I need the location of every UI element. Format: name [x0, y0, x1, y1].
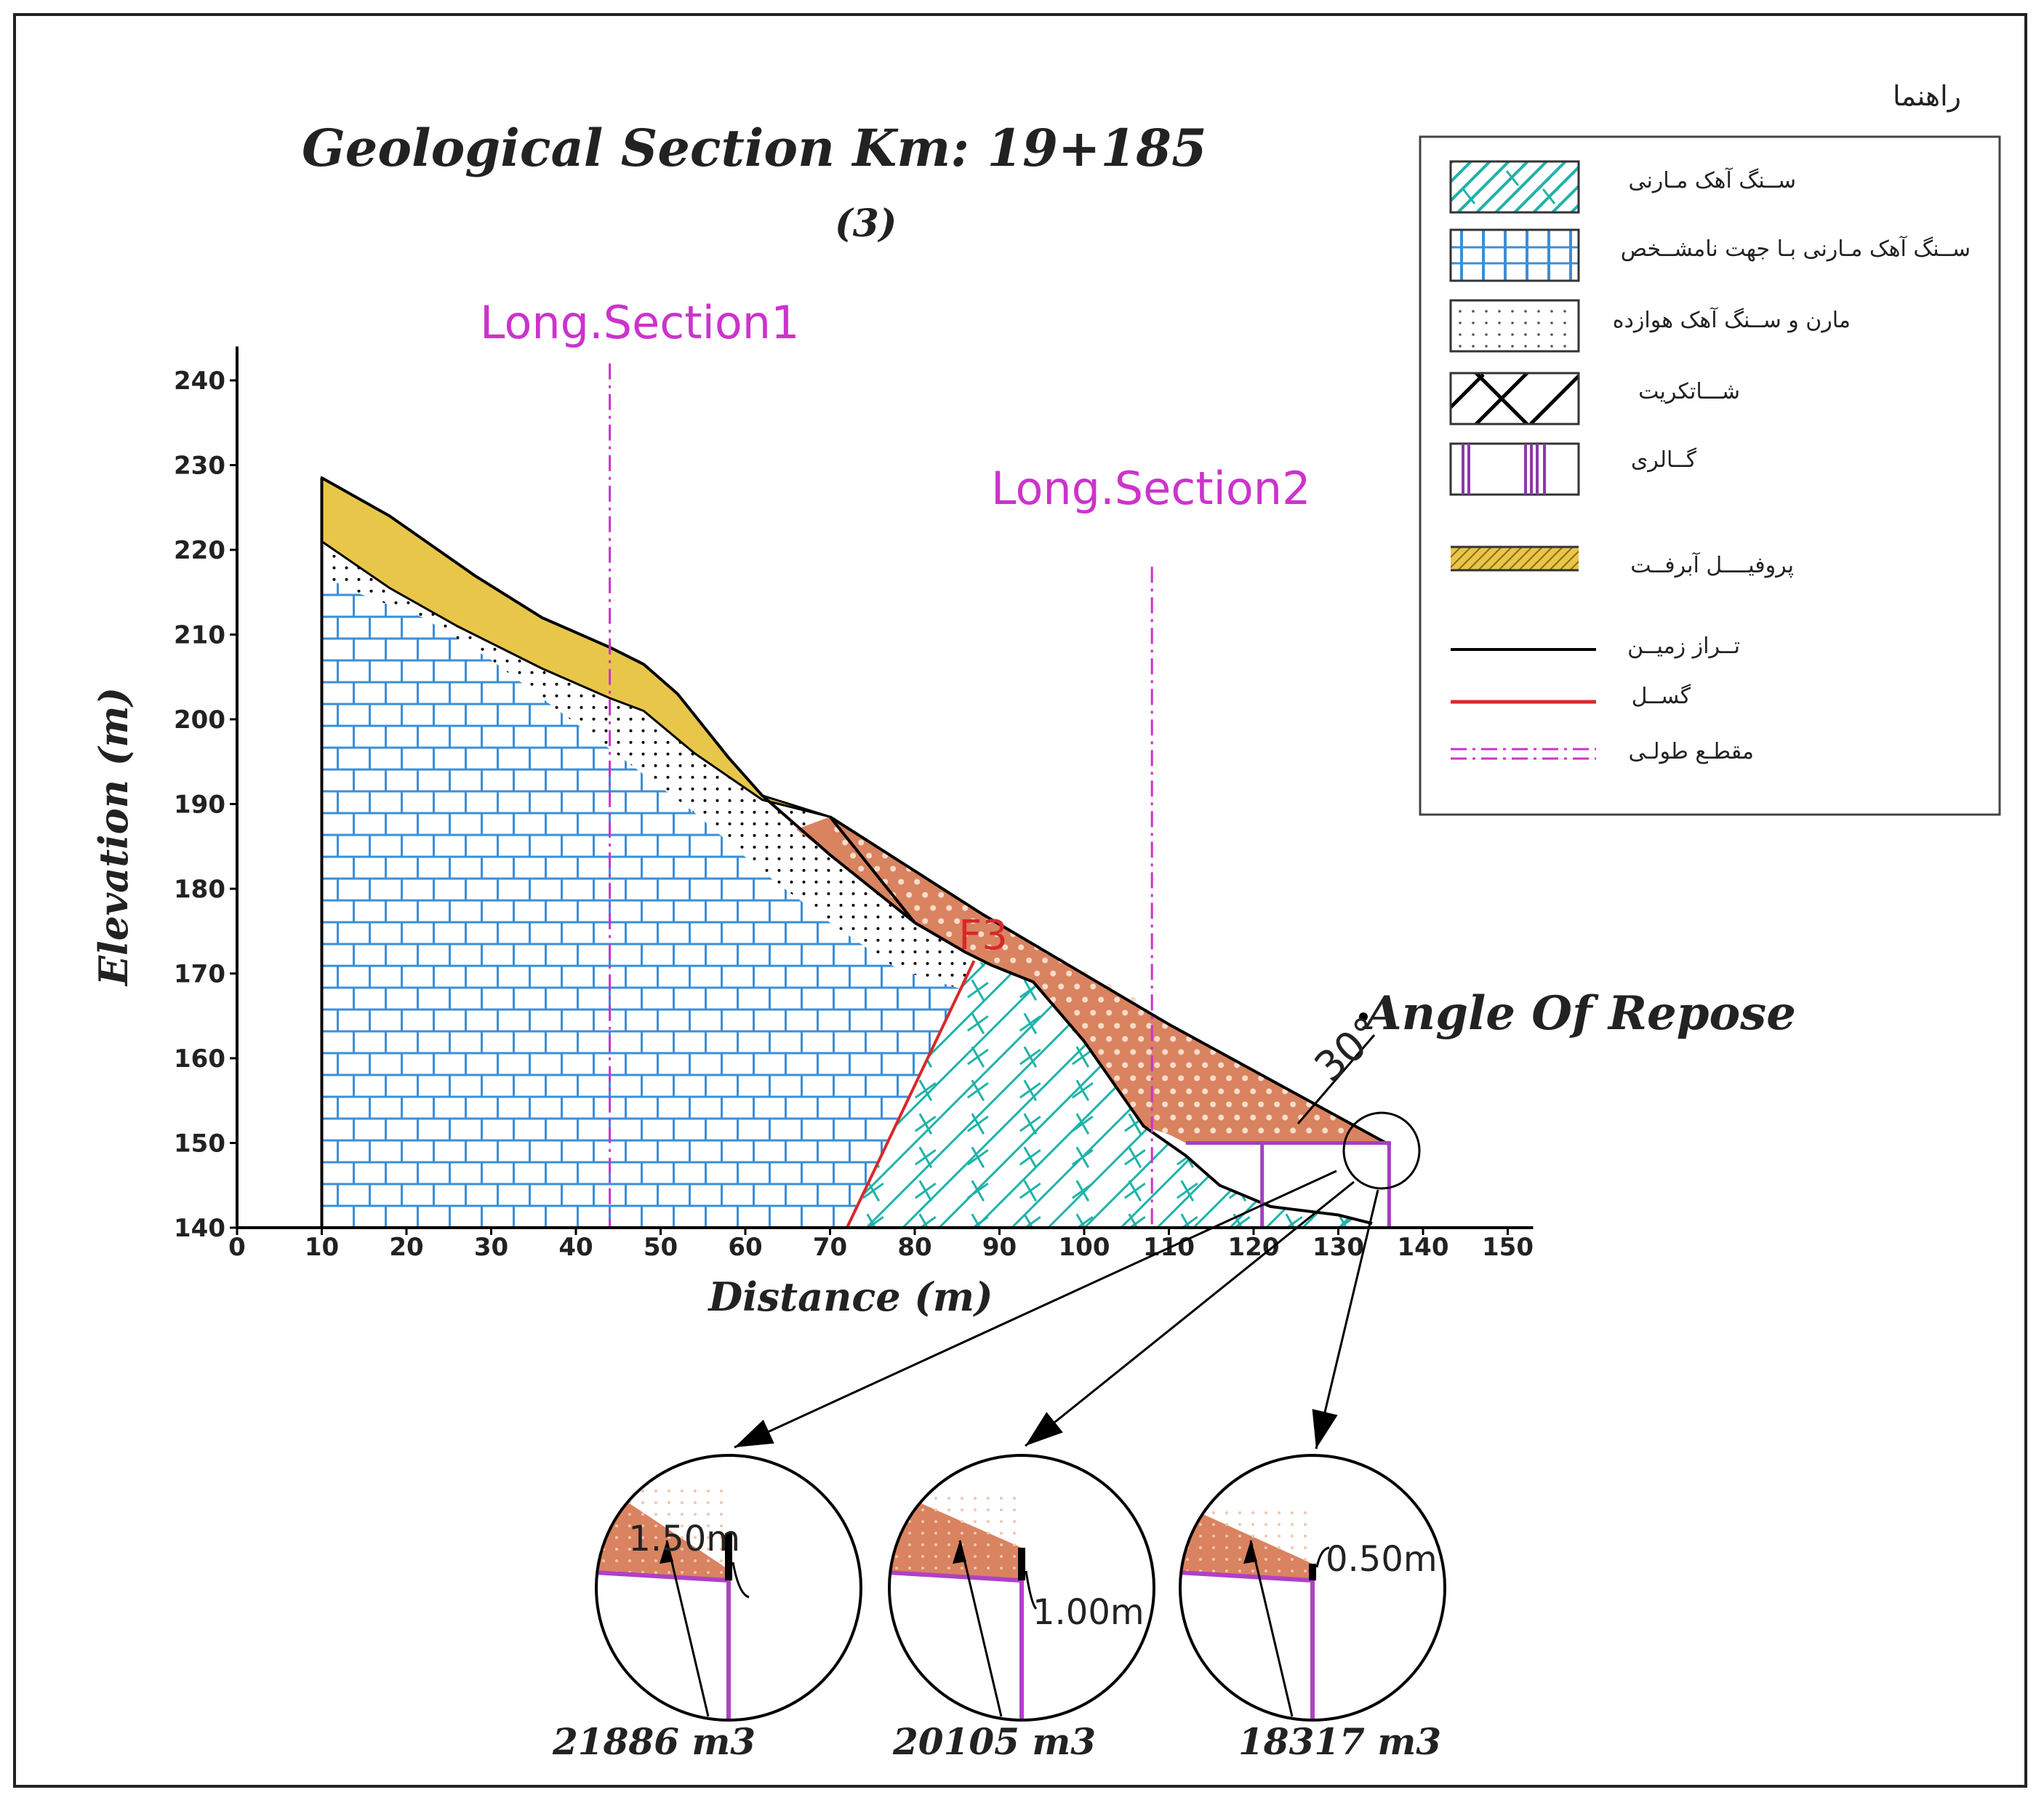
figure-frame [13, 13, 2027, 1788]
y-tick-label-150: 150 [174, 1130, 225, 1159]
detail-1-height-label: 1.50m [628, 1519, 740, 1559]
x-axis-ticks: 0102030405060708090100110120130140150 [228, 1228, 1534, 1262]
y-tick-label-210: 210 [174, 621, 225, 650]
detail-1-gallery-top [596, 1570, 729, 1583]
x-tick-label-10: 10 [305, 1233, 339, 1262]
detail-3-volume-leader [1249, 1540, 1294, 1717]
zoom-circle [1342, 1111, 1421, 1190]
detail-1-wedge [596, 1484, 729, 1580]
y-tick-label-200: 200 [174, 705, 225, 735]
detail-3-volume-arrowhead [1243, 1540, 1257, 1564]
y-axis-ticks: 140 150 160 170 180 190 200 210 220 230 240 [174, 367, 237, 1243]
detail-2-gallery-top [889, 1570, 1022, 1583]
gallery-outline [1185, 1141, 1391, 1228]
page-subtitle: (3) [835, 201, 897, 246]
x-tick-label-30: 30 [474, 1233, 508, 1262]
fault-f3-line [845, 960, 976, 1228]
detail-circle-1 [595, 1454, 862, 1722]
detail-2-volume-leader [958, 1540, 1003, 1717]
zoom-arrows [734, 1170, 1379, 1450]
detail-2-volume-arrowhead [953, 1540, 966, 1564]
detail-3-volume-label: 18317 m3 [1238, 1720, 1441, 1763]
zoom-arrowhead-3 [1312, 1409, 1338, 1449]
page-title: Geological Section Km: 19+185 [302, 118, 1207, 178]
legend-swatch-shotcrete [1449, 372, 1580, 425]
legend-label-5: گــالری [1631, 447, 1697, 473]
detail-1-volume-label: 21886 m3 [552, 1720, 756, 1763]
y-tick-label-140: 140 [174, 1214, 225, 1243]
legend-swatch-blue [1449, 228, 1580, 282]
detail-1-volume-arrowhead [660, 1540, 673, 1564]
detail-2-volume-label: 20105 m3 [892, 1720, 1096, 1763]
legend-swatch-teal [1449, 160, 1580, 214]
detail-1-volume-leader [665, 1540, 710, 1717]
fault-label: F3 [958, 912, 1008, 959]
detail-2-height-leader [1025, 1570, 1038, 1610]
x-tick-label-90: 90 [982, 1233, 1017, 1262]
legend-swatch-dots [1449, 299, 1580, 353]
long-section-2-label: Long.Section2 [991, 462, 1311, 515]
x-tick-label-20: 20 [389, 1233, 423, 1262]
detail-circle-3 [1179, 1454, 1446, 1722]
angle-of-repose-label: Angle Of Repose [1362, 986, 1796, 1041]
long-section-1-label: Long.Section1 [480, 296, 800, 349]
y-tick-label-240: 240 [174, 367, 225, 396]
detail-1-height-leader [732, 1562, 750, 1599]
zoom-arrow-3 [1315, 1189, 1379, 1450]
legend-swatch-gallery [1449, 442, 1580, 496]
detail-3-outline [1179, 1454, 1446, 1722]
ground-level-line [320, 476, 1390, 1228]
zoom-arrowhead-2 [1025, 1412, 1063, 1446]
x-tick-label-80: 80 [897, 1233, 931, 1262]
y-tick-label-220: 220 [174, 536, 225, 565]
angle-leader-line [1296, 1034, 1376, 1124]
x-tick-label-140: 140 [1398, 1233, 1449, 1262]
legend-title: راهنما [1893, 80, 1961, 112]
x-tick-label-130: 130 [1312, 1233, 1364, 1262]
x-tick-label-50: 50 [644, 1233, 678, 1262]
legend-label-6: پروفیــــل آبرفــت [1630, 552, 1794, 578]
x-tick-label-40: 40 [558, 1233, 593, 1262]
legend-label-2: ســنگ آهک مـارنی بـا جهت نامشــخص [1621, 236, 1971, 262]
x-tick-label-60: 60 [728, 1233, 762, 1262]
zoom-arrow-1 [734, 1170, 1337, 1449]
legend-label-9: مقطـع طولـی [1629, 739, 1754, 764]
detail-1-outline [595, 1454, 862, 1722]
teal-marly-limestone-unit [846, 961, 1373, 1228]
legend-label-1: ســنگ آهک مـارنی [1628, 167, 1796, 193]
legend-label-7: تــراز زمیــن [1627, 633, 1740, 659]
y-tick-label-160: 160 [174, 1044, 225, 1074]
legend-swatch-alluvium [1451, 545, 1579, 572]
x-tick-label-70: 70 [813, 1233, 847, 1262]
x-tick-label-100: 100 [1059, 1233, 1110, 1262]
legend-label-4: شـــاتکریت [1638, 379, 1740, 404]
y-tick-label-170: 170 [174, 960, 225, 989]
detail-2-height-label: 1.00m [1033, 1592, 1145, 1633]
legend-label-3: مارن و ســنگ آهک هوازده [1613, 307, 1851, 333]
detail-3-gallery-top [1180, 1570, 1313, 1583]
degree-dot [1359, 1012, 1368, 1021]
x-axis-label: Distance (m) [707, 1274, 993, 1320]
detail-3-height-label: 0.50m [1326, 1539, 1438, 1580]
y-tick-label-190: 190 [174, 791, 225, 820]
zoom-arrowhead-1 [734, 1419, 774, 1447]
y-axis-label: Elevation (m) [90, 687, 137, 987]
y-tick-label-180: 180 [174, 875, 225, 904]
legend: راهنما [1419, 80, 2001, 816]
detail-3-height-leader [1315, 1546, 1330, 1568]
legend-swatch-section-line [1451, 748, 1596, 760]
detail-2-wedge [889, 1491, 1022, 1580]
legend-label-8: گســل [1632, 684, 1691, 709]
zoom-arrow-2 [1025, 1180, 1355, 1447]
y-tick-label-230: 230 [174, 452, 225, 481]
x-tick-label-150: 150 [1482, 1233, 1534, 1262]
detail-2-outline [888, 1454, 1155, 1722]
x-tick-label-0: 0 [228, 1233, 246, 1262]
